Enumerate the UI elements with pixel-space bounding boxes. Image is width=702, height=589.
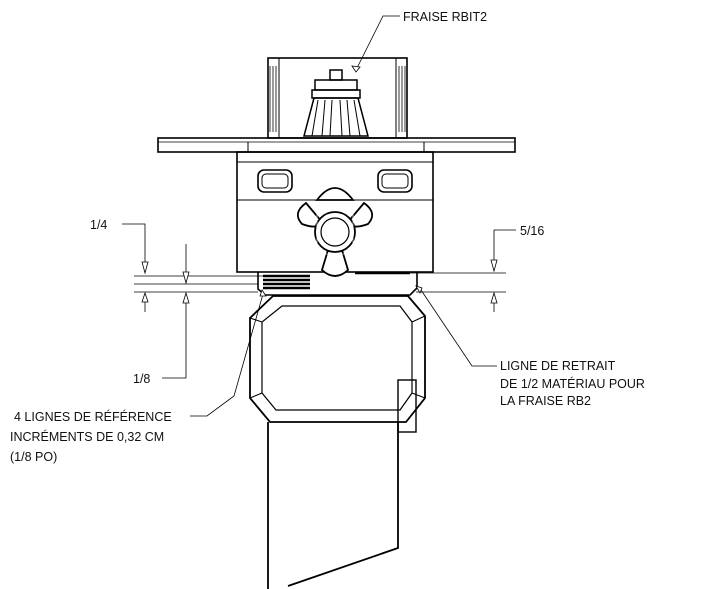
leader-lines (190, 15, 497, 417)
label-fraise-rbit2: FRAISE RBIT2 (403, 10, 487, 24)
collet-nut (303, 69, 369, 137)
label-retrait-line1: LIGNE DE RETRAIT (500, 359, 616, 373)
base-plate (157, 137, 516, 153)
label-reference-line3: (1/8 PO) (10, 450, 57, 464)
label-retrait-line2: DE 1/2 MATÉRIAU POUR (500, 376, 645, 391)
reference-lines (257, 271, 418, 296)
dimension-lines (122, 223, 516, 379)
label-dim-quarter: 1/4 (90, 218, 107, 232)
router-motor (249, 295, 426, 589)
label-retrait-line3: LA FRAISE RB2 (500, 394, 591, 408)
wing-knob[interactable] (296, 187, 374, 277)
label-reference-line1: 4 LIGNES DE RÉFÉRENCE (14, 409, 172, 424)
label-dim-five-sixteenths: 5/16 (520, 224, 544, 238)
label-reference-line2: INCRÉMENTS DE 0,32 CM (10, 429, 164, 444)
label-dim-eighth: 1/8 (133, 372, 150, 386)
